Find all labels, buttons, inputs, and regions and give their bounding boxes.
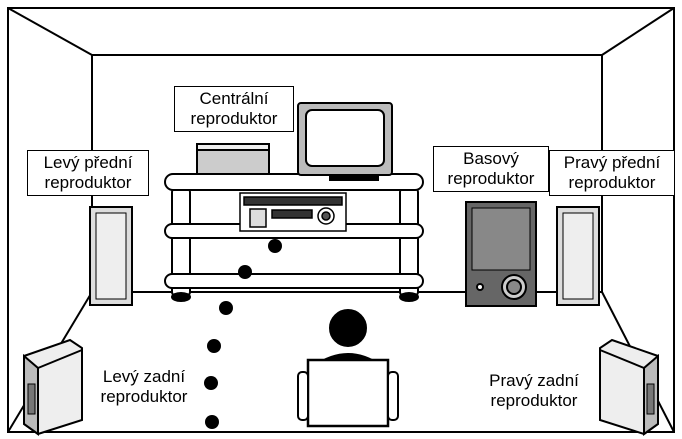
subwoofer	[465, 201, 537, 307]
listener	[297, 309, 399, 428]
front-right-speaker	[556, 206, 600, 306]
rear-right-label: Pravý zadní reproduktor	[489, 371, 579, 410]
front-left-speaker	[89, 206, 133, 306]
rear-left-label: Levý zadní reproduktor	[100, 367, 188, 406]
center-speaker-label: Centrální reproduktor	[174, 86, 294, 132]
av-receiver	[239, 192, 347, 232]
front-left-label: Levý přední reproduktor	[27, 150, 149, 196]
dotted-path	[204, 239, 282, 429]
subwoofer-label: Basový reproduktor	[433, 146, 549, 192]
center-speaker	[196, 143, 270, 175]
front-right-label: Pravý přední reproduktor	[549, 150, 675, 196]
television	[297, 102, 393, 181]
rear-left-speaker	[23, 338, 83, 436]
rear-right-speaker	[599, 338, 659, 436]
